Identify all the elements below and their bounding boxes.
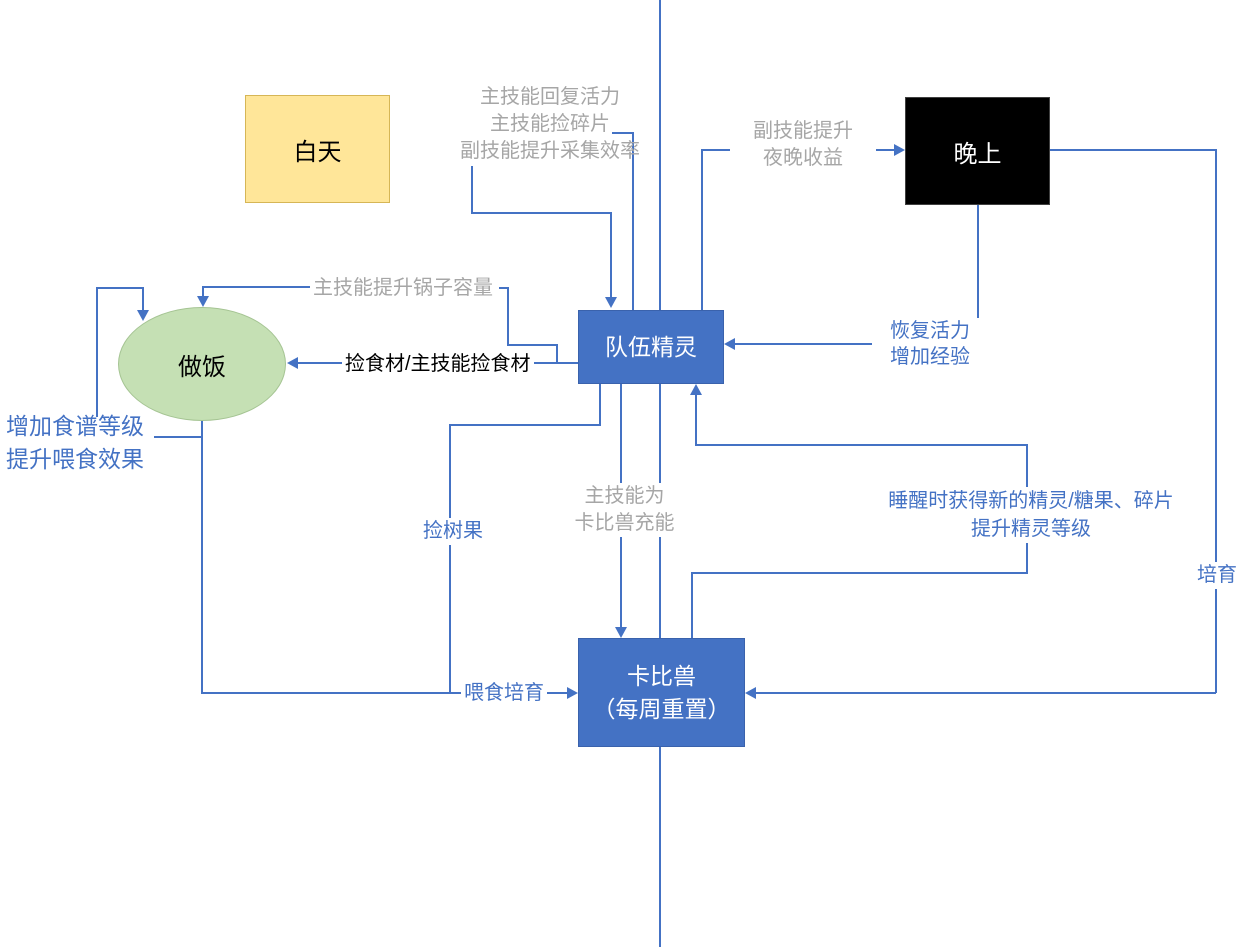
edge-label-line: 副技能提升采集效率 xyxy=(460,140,640,162)
line-segment xyxy=(154,436,203,438)
node-cooking: 做饭 xyxy=(118,307,286,421)
arrowhead xyxy=(605,297,617,308)
line-segment xyxy=(610,212,612,297)
arrowhead xyxy=(287,357,298,369)
edge-label-line: 恢复活力 xyxy=(890,320,970,342)
line-segment xyxy=(556,344,558,364)
edge-label-line: 增加经验 xyxy=(890,346,970,368)
arrowhead xyxy=(615,627,627,638)
edge-label-line: 增加食谱等级 xyxy=(6,413,144,439)
edge-label-line: 提升精灵等级 xyxy=(971,518,1091,540)
node-daytime: 白天 xyxy=(245,95,390,203)
arrowhead xyxy=(724,338,735,350)
arrowhead xyxy=(690,384,702,395)
edge-label-charge: 主技能为 卡比兽充能 xyxy=(549,483,700,537)
edge-label-line: 主技能捡碎片 xyxy=(490,113,610,135)
line-segment xyxy=(599,384,601,426)
edge-label-night-bonus: 副技能提升 夜晚收益 xyxy=(730,118,876,172)
line-segment xyxy=(449,424,601,426)
edge-label-line: 夜晚收益 xyxy=(763,147,843,169)
line-segment xyxy=(499,287,509,289)
node-label: 白天 xyxy=(293,138,342,166)
node-label-line: 卡比兽 xyxy=(627,662,696,689)
line-segment xyxy=(142,287,144,312)
edge-label-line: 副技能提升 xyxy=(753,120,853,142)
edge-label-pick-ingredients: 捡食材/主技能捡食材 xyxy=(342,351,534,378)
node-label: 做饭 xyxy=(178,353,226,381)
edge-label-part: /主技能捡食材 xyxy=(405,353,531,375)
node-label: 队伍精灵 xyxy=(605,333,697,360)
line-segment xyxy=(695,394,697,446)
line-segment xyxy=(471,212,612,214)
line-segment xyxy=(507,344,558,346)
line-segment xyxy=(507,287,509,346)
node-label: 晚上 xyxy=(953,140,1002,168)
edge-label-team-skills: 主技能回复活力 主技能捡碎片 副技能提升采集效率 xyxy=(430,84,670,165)
line-segment xyxy=(201,692,570,694)
line-segment xyxy=(691,573,693,638)
line-segment xyxy=(659,0,661,947)
edge-label-breed: 培育 xyxy=(1194,562,1240,589)
line-segment xyxy=(755,692,1216,694)
line-segment xyxy=(632,132,634,310)
node-night: 晚上 xyxy=(905,97,1050,205)
edge-label-line: 卡比兽充能 xyxy=(574,512,675,534)
line-segment xyxy=(1215,149,1217,693)
edge-label-wake-rewards: 睡醒时获得新的精灵/糖果、碎片 提升精灵等级 xyxy=(875,487,1187,543)
edge-label-part: 捡食材 xyxy=(345,353,405,375)
line-segment xyxy=(695,444,1028,446)
line-segment xyxy=(96,287,98,417)
line-segment xyxy=(202,286,204,298)
edge-label-line: 主技能回复活力 xyxy=(480,86,620,108)
line-segment xyxy=(701,149,703,310)
node-label-line: （每周重置） xyxy=(592,695,731,722)
line-segment xyxy=(201,420,203,694)
edge-label-recipe: 增加食谱等级 提升喂食效果 xyxy=(6,410,144,476)
line-segment xyxy=(449,424,451,694)
edge-label-pick-berries: 捡树果 xyxy=(420,518,486,545)
edge-label-pot-capacity: 主技能提升锅子容量 xyxy=(310,275,496,302)
edge-label-feed: 喂食培育 xyxy=(461,680,547,707)
line-segment xyxy=(612,132,634,134)
line-segment xyxy=(96,287,144,289)
arrowhead xyxy=(197,296,209,307)
node-team-pokemon: 队伍精灵 xyxy=(578,310,724,384)
arrowhead xyxy=(137,310,149,321)
edge-label-line: 提升喂食效果 xyxy=(6,446,144,472)
line-segment xyxy=(1050,149,1216,151)
line-segment xyxy=(691,572,1028,574)
line-segment xyxy=(202,286,314,288)
node-snorlax: 卡比兽 （每周重置） xyxy=(578,638,745,747)
line-segment xyxy=(471,166,473,214)
arrowhead xyxy=(894,144,905,156)
arrowhead xyxy=(567,687,578,699)
edge-label-line: 主技能为 xyxy=(584,485,665,507)
line-segment xyxy=(977,205,979,344)
edge-label-recover: 恢复活力 增加经验 xyxy=(872,318,988,370)
line-segment xyxy=(734,343,979,345)
edge-label-line: 睡醒时获得新的精灵/糖果、碎片 xyxy=(888,490,1174,512)
arrowhead xyxy=(745,687,756,699)
